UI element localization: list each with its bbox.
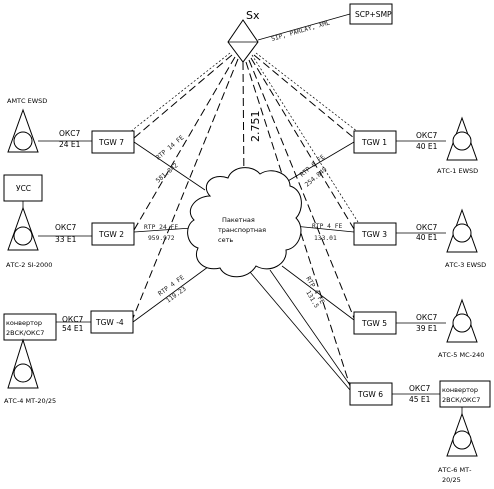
exchange-ats5-icon (446, 298, 478, 343)
oks-tgw6: ОКС7 (409, 384, 430, 393)
converter4-box (3, 313, 57, 341)
scp-link-label: SIP, PARLAY, XML (271, 19, 331, 43)
oks-tgw5: ОКС7 (416, 313, 437, 322)
link-sx-cloud (242, 61, 245, 189)
ats4-label: АТС-4 МТ-20/25 (4, 397, 56, 405)
e1-tgw5: 39 E1 (416, 324, 438, 333)
oks-tgw3: ОКС7 (416, 223, 437, 232)
cloud-line3: сеть (218, 236, 233, 244)
link-sx-tgw3 (250, 57, 355, 230)
converter6-line1: конвертор (442, 386, 478, 394)
rtp-tgw2: RTP 24 FE (144, 224, 178, 231)
ats2-label: АТС-2 SI-2000 (6, 261, 52, 269)
tgw1-box (353, 130, 397, 154)
link-sx-tgw5 (248, 59, 355, 319)
tgw3-box (353, 222, 397, 246)
softswitch: Sx (227, 9, 260, 63)
oks-tgw1: ОКС7 (416, 131, 437, 140)
converter4-line2: 2ВСК/ОКС7 (6, 329, 44, 337)
exchange-ats4-icon (7, 338, 39, 389)
cloud-line1: Пакетная (222, 216, 255, 224)
ats6-line1: АТС-6 МТ- (438, 466, 472, 474)
scp-box (349, 3, 393, 25)
link-tgw5-cloud (281, 265, 355, 321)
amts-label: АМТС EWSD (7, 97, 47, 105)
link-sx-tgw7 (133, 54, 233, 139)
usc-label: УСС (16, 184, 31, 193)
exchange-ats6-icon (446, 412, 478, 457)
link-sx-tgw1 (253, 54, 355, 139)
link-sx-scp (257, 13, 351, 41)
rtp-tgw7: RTP 14 FE (155, 134, 186, 161)
usc-box (3, 174, 43, 202)
tgw1-label: TGW 1 (361, 138, 387, 147)
e1-tgw2: 33 E1 (55, 235, 77, 244)
e1-tgw4: 54 E1 (62, 324, 84, 333)
packet-network-cloud: Пакетная транспортная сеть (187, 167, 302, 278)
value-tgw3: 133.01 (314, 235, 337, 242)
link-sx-tgw2 (133, 56, 236, 231)
oks-tgw2: ОКС7 (55, 223, 76, 232)
oks-tgw4: ОКС7 (62, 315, 83, 324)
tgw6-label: TGW 6 (357, 390, 383, 399)
tgw5-label: TGW 5 (361, 319, 387, 328)
rtp-tgw3: RTP 4 FE (312, 223, 343, 230)
e1-tgw3: 40 E1 (416, 233, 438, 242)
e1-tgw1: 40 E1 (416, 142, 438, 151)
softswitch-label: Sx (246, 9, 260, 22)
ats5-label: АТС-5 МС-240 (438, 351, 484, 359)
link-tgw7-cloud (133, 141, 206, 191)
link-tgw6-cloud (269, 269, 353, 389)
cloud-line2: транспортная (218, 226, 266, 234)
link-sx-tgw4 (132, 58, 239, 319)
converter6-line2: 2ВСК/ОКС7 (442, 396, 480, 404)
center-value: 2.751 (249, 111, 262, 143)
ats1-label: АТС-1 EWSD (437, 167, 478, 175)
tgw7-box (91, 130, 135, 154)
value-tgw7: 581.842 (155, 162, 180, 185)
exchange-ats2-icon (7, 206, 39, 251)
ats6-line2: 20/25 (442, 476, 461, 484)
oks-tgw7: ОКС7 (59, 129, 80, 138)
exchange-ats1-icon (446, 116, 478, 161)
link-tgw3-cloud (293, 225, 355, 233)
scp-label: SCP+SMP (355, 10, 392, 19)
exchange-amts-icon (7, 108, 39, 153)
media-links-dotted (129, 52, 359, 223)
ats3-label: АТС-3 EWSD (445, 261, 486, 269)
tgw7-label: TGW 7 (98, 138, 124, 147)
tgw2-box (91, 222, 135, 246)
e1-tgw7: 24 E1 (59, 140, 81, 149)
converter6-box (439, 380, 491, 408)
tgw4-box (90, 310, 134, 334)
value-tgw2: 959.972 (148, 235, 175, 242)
transport-links (132, 141, 355, 391)
e1-tgw6: 45 E1 (409, 395, 431, 404)
tgw4-label: TGW -4 (95, 318, 124, 327)
converter4-line1: конвертор (6, 319, 42, 327)
tgw2-label: TGW 2 (98, 230, 124, 239)
softswitch-icon (227, 19, 259, 63)
exchange-ats3-icon (446, 208, 478, 253)
link-tgw4-cloud (132, 263, 213, 323)
link-tgw2-cloud (133, 227, 193, 233)
tgw3-label: TGW 3 (361, 230, 387, 239)
cloud-shape (187, 167, 302, 278)
